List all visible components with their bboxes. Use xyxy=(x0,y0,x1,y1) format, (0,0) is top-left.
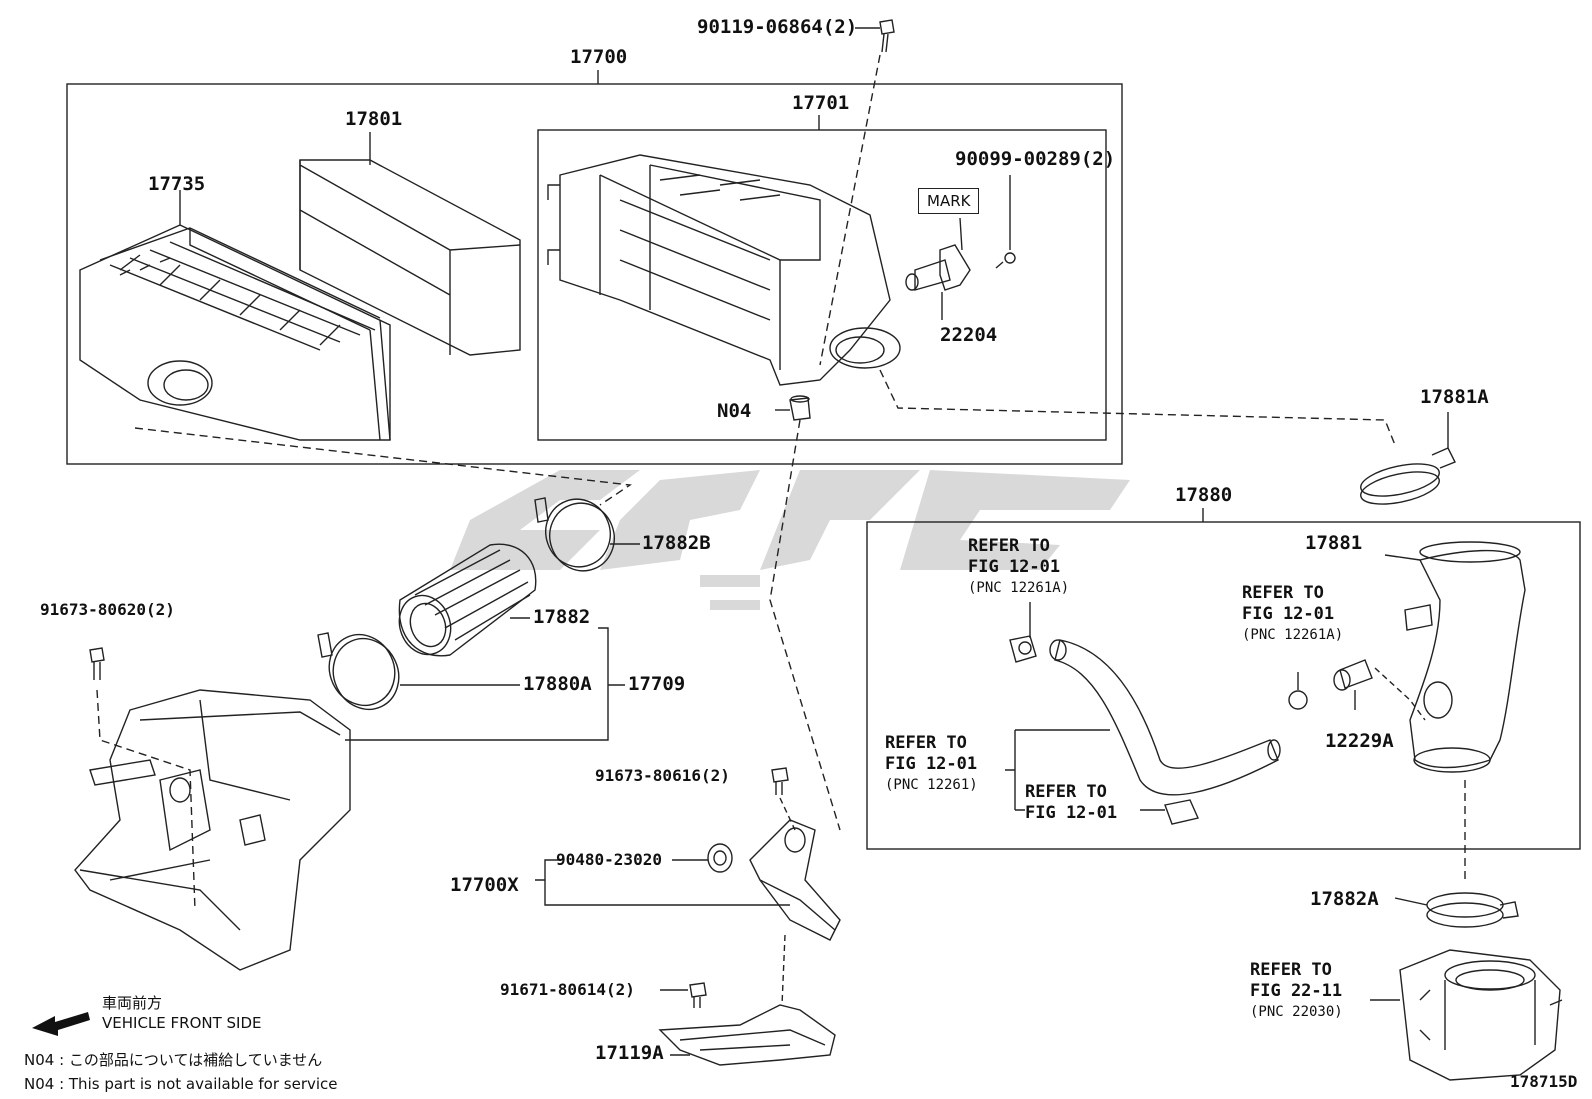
label-bracket: 17119A xyxy=(595,1042,664,1064)
label-assy: 17700 xyxy=(570,46,628,68)
label-element: 17801 xyxy=(345,108,403,130)
bracket-17119A xyxy=(658,1004,836,1066)
hose-assembly xyxy=(1005,602,1281,825)
label-clamp-bottom-right: 17882A xyxy=(1310,888,1379,910)
label-screw-sensor: 90099-00289(2) xyxy=(955,148,1116,170)
watermark-logo xyxy=(450,470,1130,610)
label-bolt-left: 91673-80620(2) xyxy=(40,600,175,619)
figure-id: 178715D xyxy=(1510,1072,1578,1091)
front-arrow-icon xyxy=(32,1012,90,1036)
label-bolt-bottom: 91671-80614(2) xyxy=(500,980,635,999)
clamp-17882A xyxy=(1394,892,1519,928)
air-cleaner-cap-17735 xyxy=(79,190,391,441)
clamp-17880A xyxy=(317,632,520,711)
clamp-17882B xyxy=(534,497,640,572)
clamp-17881A xyxy=(1360,412,1456,505)
label-clamp-b: 17882B xyxy=(642,532,711,554)
mark-box: MARK xyxy=(918,188,980,214)
case-frame-17701 xyxy=(537,129,1107,441)
n04-note-en: N04 : This part is not available for ser… xyxy=(24,1075,338,1093)
bolt-91673-80620 xyxy=(89,647,105,680)
grommet-90480 xyxy=(672,843,733,873)
label-clamp-a: 17880A xyxy=(523,673,592,695)
label-hose-assy: 17709 xyxy=(628,673,686,695)
inlet-pipe-17881 xyxy=(1384,541,1526,773)
bolt-91673-80616 xyxy=(771,767,789,795)
n04-note-jp: N04 : この部品については補給していません xyxy=(24,1051,323,1069)
front-note-en: VEHICLE FRONT SIDE xyxy=(102,1014,262,1032)
label-grommet: 90480-23020 xyxy=(556,850,662,869)
label-top-bolt: 90119-06864(2) xyxy=(697,16,858,38)
label-clamp-top-right: 17881A xyxy=(1420,386,1489,408)
bolt-91671-80614 xyxy=(660,982,707,1008)
label-sensor: 22204 xyxy=(940,324,998,346)
throttle-body xyxy=(1370,949,1563,1081)
air-cleaner-case-17701 xyxy=(547,154,901,386)
label-inlet-pipe: 17881 xyxy=(1305,532,1363,554)
grommet-n04 xyxy=(775,395,811,421)
front-note-jp: 車両前方 xyxy=(102,994,163,1012)
intake-hose-17882 xyxy=(398,543,537,657)
label-hose: 17882 xyxy=(533,606,591,628)
bracket-17700X xyxy=(535,819,841,941)
top-bolt-90119 xyxy=(855,19,895,53)
resonator-housing xyxy=(74,689,351,971)
group-frame-17880 xyxy=(866,521,1581,850)
label-bolt-bracket: 91673-80616(2) xyxy=(595,766,730,785)
assembly-frame-17700 xyxy=(66,83,1123,465)
label-bracket-assy: 17700X xyxy=(450,874,519,896)
label-n04: N04 xyxy=(717,400,752,422)
label-group-right: 17880 xyxy=(1175,484,1233,506)
label-connector: 12229A xyxy=(1325,730,1394,752)
air-filter-element-17801 xyxy=(299,132,521,356)
connector-12229A xyxy=(1288,659,1426,721)
airflow-meter-22204 xyxy=(905,175,1016,320)
label-cap: 17735 xyxy=(148,173,206,195)
label-case: 17701 xyxy=(792,92,850,114)
